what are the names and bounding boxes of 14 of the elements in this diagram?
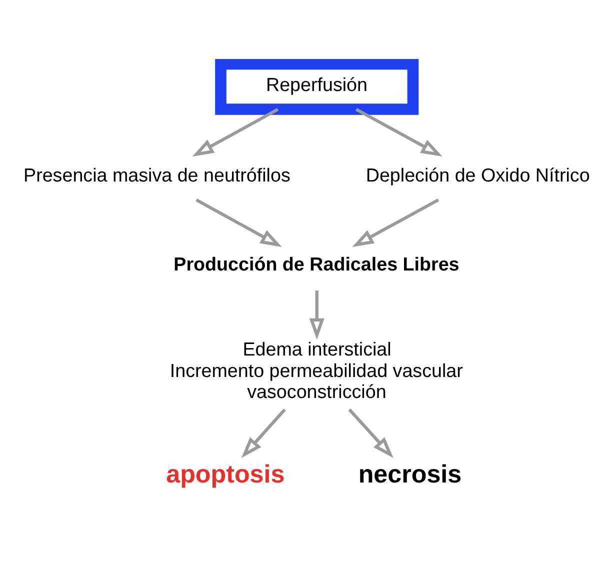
node-text: Producción de Radicales Libres: [174, 254, 460, 275]
node-text: apoptosis: [166, 460, 285, 488]
node-text: Edema intersticial Incremento permeabilidad vascular vasoconstricción: [170, 338, 463, 402]
node-text: Presencia masiva de neutrófilos: [24, 164, 290, 186]
arrow: [241, 408, 286, 458]
arrow: [352, 198, 440, 247]
node-box: Reperfusión: [215, 59, 419, 115]
arrow: [196, 198, 282, 247]
node-text: Depleción de Oxido Nítrico: [366, 164, 590, 186]
arrow: [355, 108, 442, 157]
arrow: [192, 108, 279, 157]
node-text: necrosis: [358, 460, 462, 488]
arrow: [309, 290, 324, 340]
arrow: [348, 408, 394, 458]
